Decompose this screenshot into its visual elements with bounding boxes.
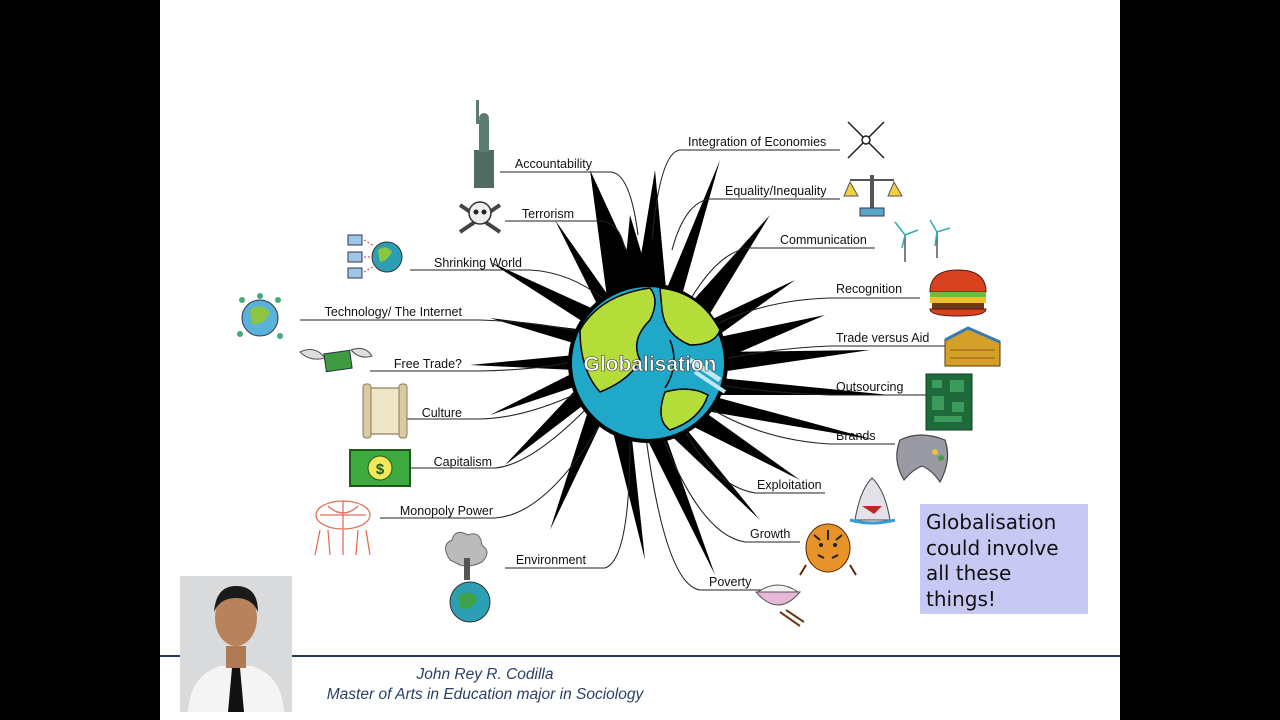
topic-monopoly-power: Monopoly Power: [400, 504, 493, 518]
right-topic-labels: Integration of Economies Equality/Inequa…: [688, 135, 929, 589]
topic-equality-inequality: Equality/Inequality: [725, 184, 827, 198]
note-box: Globalisation could involve all these th…: [920, 504, 1088, 614]
game-controller-icon: [896, 434, 949, 484]
topic-trade-versus-aid: Trade versus Aid: [836, 331, 929, 345]
topic-poverty: Poverty: [709, 575, 752, 589]
left-topic-labels: Accountability Terrorism Shrinking World…: [325, 157, 593, 567]
note-text: Globalisation could involve all these th…: [926, 510, 1059, 611]
topic-capitalism: Capitalism: [434, 455, 492, 469]
polluted-earth-icon: [445, 531, 491, 623]
presenter-title: Master of Arts in Education major in Soc…: [326, 686, 644, 703]
tiger-icon: [799, 523, 857, 576]
topic-shrinking-world: Shrinking World: [434, 256, 522, 270]
wind-turbines-icon: [894, 219, 951, 262]
network-globe-icon: [347, 234, 403, 279]
connector-lines: [300, 149, 945, 591]
footer-divider: [160, 655, 1120, 657]
topic-communication: Communication: [780, 233, 867, 247]
topic-terrorism: Terrorism: [522, 207, 574, 221]
topic-recognition: Recognition: [836, 282, 902, 296]
topic-free-trade: Free Trade?: [394, 357, 462, 371]
center-label: Globalisation: [583, 353, 716, 376]
warehouse-icon: [944, 326, 1001, 367]
topic-environment: Environment: [516, 553, 587, 567]
slide: Globalisation Accountability Terrorism S…: [160, 0, 1120, 720]
presenter-name: John Rey R. Codilla: [416, 666, 554, 683]
scroll-icon: [362, 383, 408, 439]
dollar-bill-icon: $: [349, 449, 411, 487]
presenter-photo: [180, 576, 292, 712]
skull-crossbones-icon: [458, 201, 502, 234]
shark-icon: [849, 477, 896, 525]
globe-network-icon: [237, 293, 283, 339]
topic-culture: Culture: [422, 406, 462, 420]
statue-of-liberty-icon: [474, 100, 494, 188]
people-holding-globe-icon: [314, 500, 371, 556]
rice-bowl-icon: [754, 584, 805, 627]
hamburger-icon: [929, 269, 987, 317]
circuit-board-icon: [925, 373, 973, 431]
topic-accountability: Accountability: [515, 157, 593, 171]
topic-brands: Brands: [836, 429, 876, 443]
globe-icon: Globalisation: [568, 283, 728, 443]
topic-exploitation: Exploitation: [757, 478, 822, 492]
flying-money-icon: [299, 348, 373, 373]
topic-growth: Growth: [750, 527, 790, 541]
topic-outsourcing: Outsourcing: [836, 380, 903, 394]
mind-map: Globalisation Accountability Terrorism S…: [237, 100, 1001, 627]
compass-icon: [847, 121, 885, 159]
scales-icon: [843, 175, 903, 217]
topic-integration-of-economies: Integration of Economies: [688, 135, 826, 149]
topic-technology-internet: Technology/ The Internet: [325, 305, 463, 319]
svg-text:$: $: [376, 461, 385, 478]
